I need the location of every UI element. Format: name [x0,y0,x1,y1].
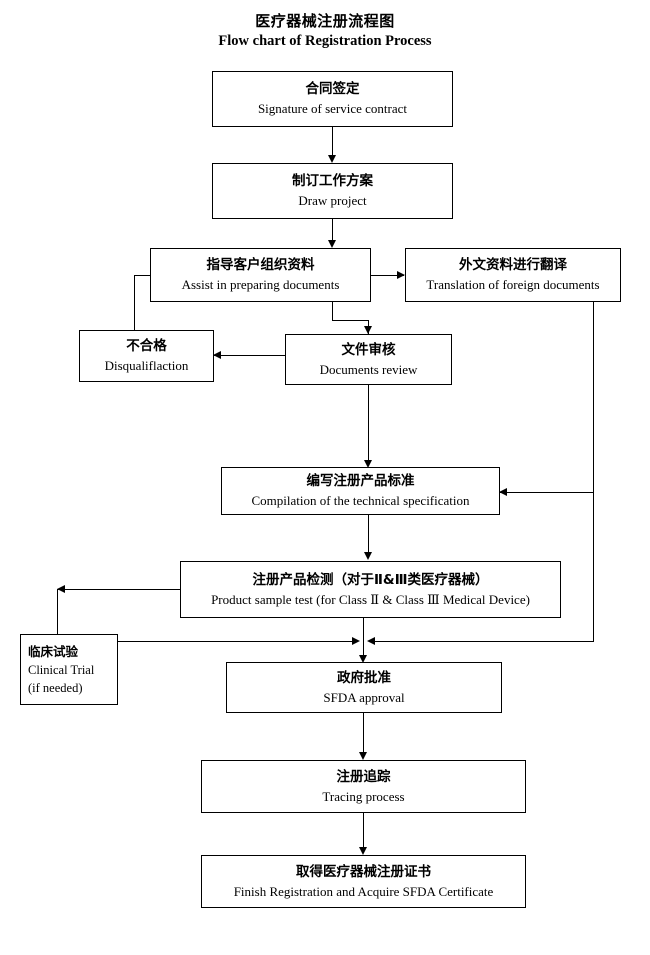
connector-sampletest-to-clinical-seg1 [58,589,181,590]
arrowhead-assist-to-review [363,326,372,334]
node-contract[interactable]: 合同签定 Signature of service contract [212,71,453,127]
node-technical-specification-en: Compilation of the technical specificati… [251,493,470,508]
arrowhead-sfda-to-tracing [358,752,367,760]
arrowhead-rightbus-to-junction [367,636,375,645]
node-tracing-process-cn: 注册追踪 [336,768,391,785]
connector-contract-to-draw-project [332,127,333,158]
connector-sampletest-to-clinical-seg2 [57,589,58,635]
arrowhead-review-to-techspec [363,460,372,468]
node-technical-specification[interactable]: 编写注册产品标准 Compilation of the technical sp… [221,467,500,515]
arrowhead-assist-to-translation [397,270,405,279]
node-finish-registration[interactable]: 取得医疗器械注册证书 Finish Registration and Acqui… [201,855,526,908]
node-assist-documents-en: Assist in preparing documents [181,277,340,292]
node-assist-documents[interactable]: 指导客户组织资料 Assist in preparing documents [150,248,371,302]
node-finish-registration-cn: 取得医疗器械注册证书 [296,863,431,880]
node-tracing-process[interactable]: 注册追踪 Tracing process [201,760,526,813]
node-sfda-approval-cn: 政府批准 [337,669,391,686]
node-draw-project-en: Draw project [298,193,367,208]
node-clinical-trial-en: Clinical Trial [28,662,95,677]
connector-review-to-disqualify [214,355,286,356]
connector-disqualify-to-assist-seg1 [134,275,135,331]
connector-disqualify-to-assist-seg2 [134,275,151,276]
connector-rightbus-to-junction [372,641,594,642]
arrowhead-draw-project-to-assist [327,240,336,248]
node-finish-registration-en: Finish Registration and Acquire SFDA Cer… [233,883,494,899]
connector-sfda-to-tracing [363,713,364,756]
connector-rightbus-to-techspec [500,492,594,493]
connector-tracing-to-finish [363,813,364,851]
node-sfda-approval[interactable]: 政府批准 SFDA approval [226,662,502,713]
node-clinical-trial[interactable]: 临床试验 Clinical Trial (if needed) [20,634,118,705]
connector-junction-to-sfda [363,641,364,660]
node-assist-documents-cn: 指导客户组织资料 [206,257,315,273]
node-translation-en: Translation of foreign documents [426,277,600,292]
node-contract-cn: 合同签定 [305,81,360,97]
connector-draw-project-to-assist [332,219,333,243]
arrowhead-tracing-to-finish [358,847,367,855]
connector-review-to-techspec [368,385,369,463]
node-product-sample-test-cn: 注册产品检测（对于Ⅱ&Ⅲ类医疗器械） [252,571,489,588]
node-draw-project-cn: 制订工作方案 [292,173,373,189]
node-product-sample-test-en: Product sample test (for Class Ⅱ & Class… [211,591,530,607]
node-contract-en: Signature of service contract [257,101,408,116]
arrowhead-techspec-to-sampletest [363,552,372,560]
arrowhead-contract-to-draw-project [327,155,336,163]
node-disqualification[interactable]: 不合格 Disqualiflaction [79,330,214,382]
node-translation-cn: 外文资料进行翻译 [459,257,567,273]
connector-assist-to-review-seg2 [332,320,369,321]
node-draw-project[interactable]: 制订工作方案 Draw project [212,163,453,219]
arrowhead-rightbus-to-techspec [499,487,507,496]
node-documents-review-cn: 文件审核 [341,341,396,358]
node-sfda-approval-en: SFDA approval [323,689,405,705]
arrowhead-junction-to-sfda [358,655,367,663]
connector-techspec-to-sampletest [368,515,369,555]
node-disqualification-en: Disqualiflaction [104,358,189,373]
node-tracing-process-en: Tracing process [322,788,405,804]
connector-assist-to-translation [370,275,404,276]
chart-title-block: 医疗器械注册流程图 Flow chart of Registration Pro… [0,12,650,51]
node-documents-review-en: Documents review [319,361,418,377]
node-translation[interactable]: 外文资料进行翻译 Translation of foreign document… [405,248,621,302]
node-documents-review[interactable]: 文件审核 Documents review [285,334,452,385]
arrowhead-clinical-to-junction [352,636,360,645]
connector-clinical-to-junction [118,641,356,642]
page-title-cn: 医疗器械注册流程图 [255,12,395,30]
node-clinical-trial-cn: 临床试验 [28,643,79,659]
node-clinical-trial-note: (if needed) [28,680,83,695]
node-product-sample-test[interactable]: 注册产品检测（对于Ⅱ&Ⅲ类医疗器械） Product sample test (… [180,561,561,618]
page-title-en: Flow chart of Registration Process [218,33,432,49]
connector-assist-to-review-seg1 [332,302,333,321]
node-disqualification-cn: 不合格 [126,338,167,354]
connector-translation-right-bus [593,302,594,642]
node-technical-specification-cn: 编写注册产品标准 [306,473,415,489]
connector-sampletest-to-junction [363,618,364,642]
arrowhead-review-to-disqualify [213,350,221,359]
arrowhead-sampletest-to-clinical [57,584,65,593]
